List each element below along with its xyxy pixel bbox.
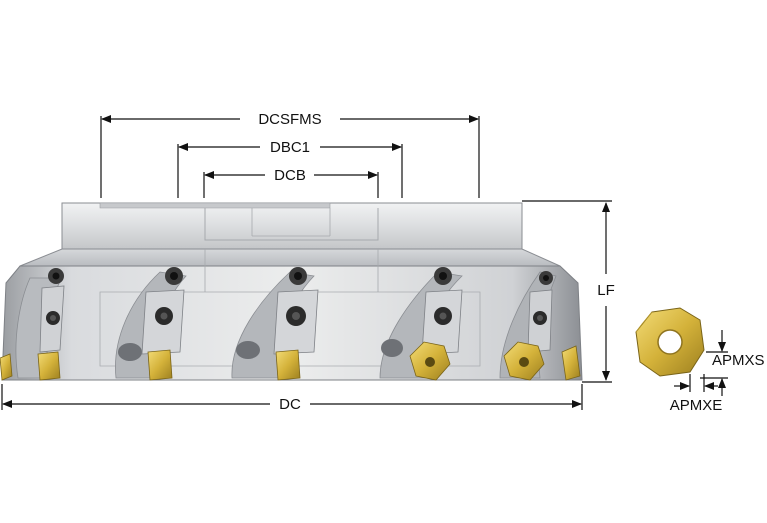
- coolant-hole-1: [118, 343, 142, 361]
- clamp-screw-3: [286, 306, 306, 326]
- label-lf: LF: [597, 282, 615, 299]
- hub-keyway: [204, 208, 379, 241]
- label-dcb: DCB: [274, 167, 306, 184]
- coolant-hole-2: [236, 341, 260, 359]
- insert-3: [147, 349, 173, 381]
- cutter-body: [0, 202, 583, 381]
- label-dbc1: DBC1: [270, 139, 310, 156]
- insert-2: [37, 351, 61, 381]
- label-dc: DC: [279, 396, 301, 413]
- clamp-screw-4: [434, 307, 452, 325]
- cutter-chamfer: [19, 248, 561, 267]
- coolant-hole-3: [381, 339, 403, 357]
- cutter-hub: [61, 202, 523, 250]
- insert-7: [561, 345, 581, 381]
- dimension-lines: [1, 115, 728, 410]
- label-dcsfms: DCSFMS: [258, 111, 321, 128]
- insert-detail-hole: [657, 329, 683, 355]
- clamp-screw-2: [155, 307, 173, 325]
- hub-notch: [99, 202, 331, 209]
- insert-1: [0, 353, 13, 381]
- screw-top-3: [289, 267, 307, 285]
- dimension-labels: DCSFMS DBC1 DCB LF DC APMXS APMXE: [258, 111, 764, 414]
- clamp-screw-1: [46, 311, 60, 325]
- insert-5: [409, 341, 451, 381]
- screw-top-5: [539, 271, 553, 285]
- screw-top-2: [165, 267, 183, 285]
- label-apmxs: APMXS: [712, 352, 765, 369]
- insert-detail: [635, 307, 705, 377]
- screw-top-1: [48, 268, 64, 284]
- screw-top-4: [434, 267, 452, 285]
- insert-4: [275, 349, 301, 381]
- insert-6: [503, 341, 545, 381]
- label-apmxe: APMXE: [670, 397, 723, 414]
- clamp-screw-5: [533, 311, 547, 325]
